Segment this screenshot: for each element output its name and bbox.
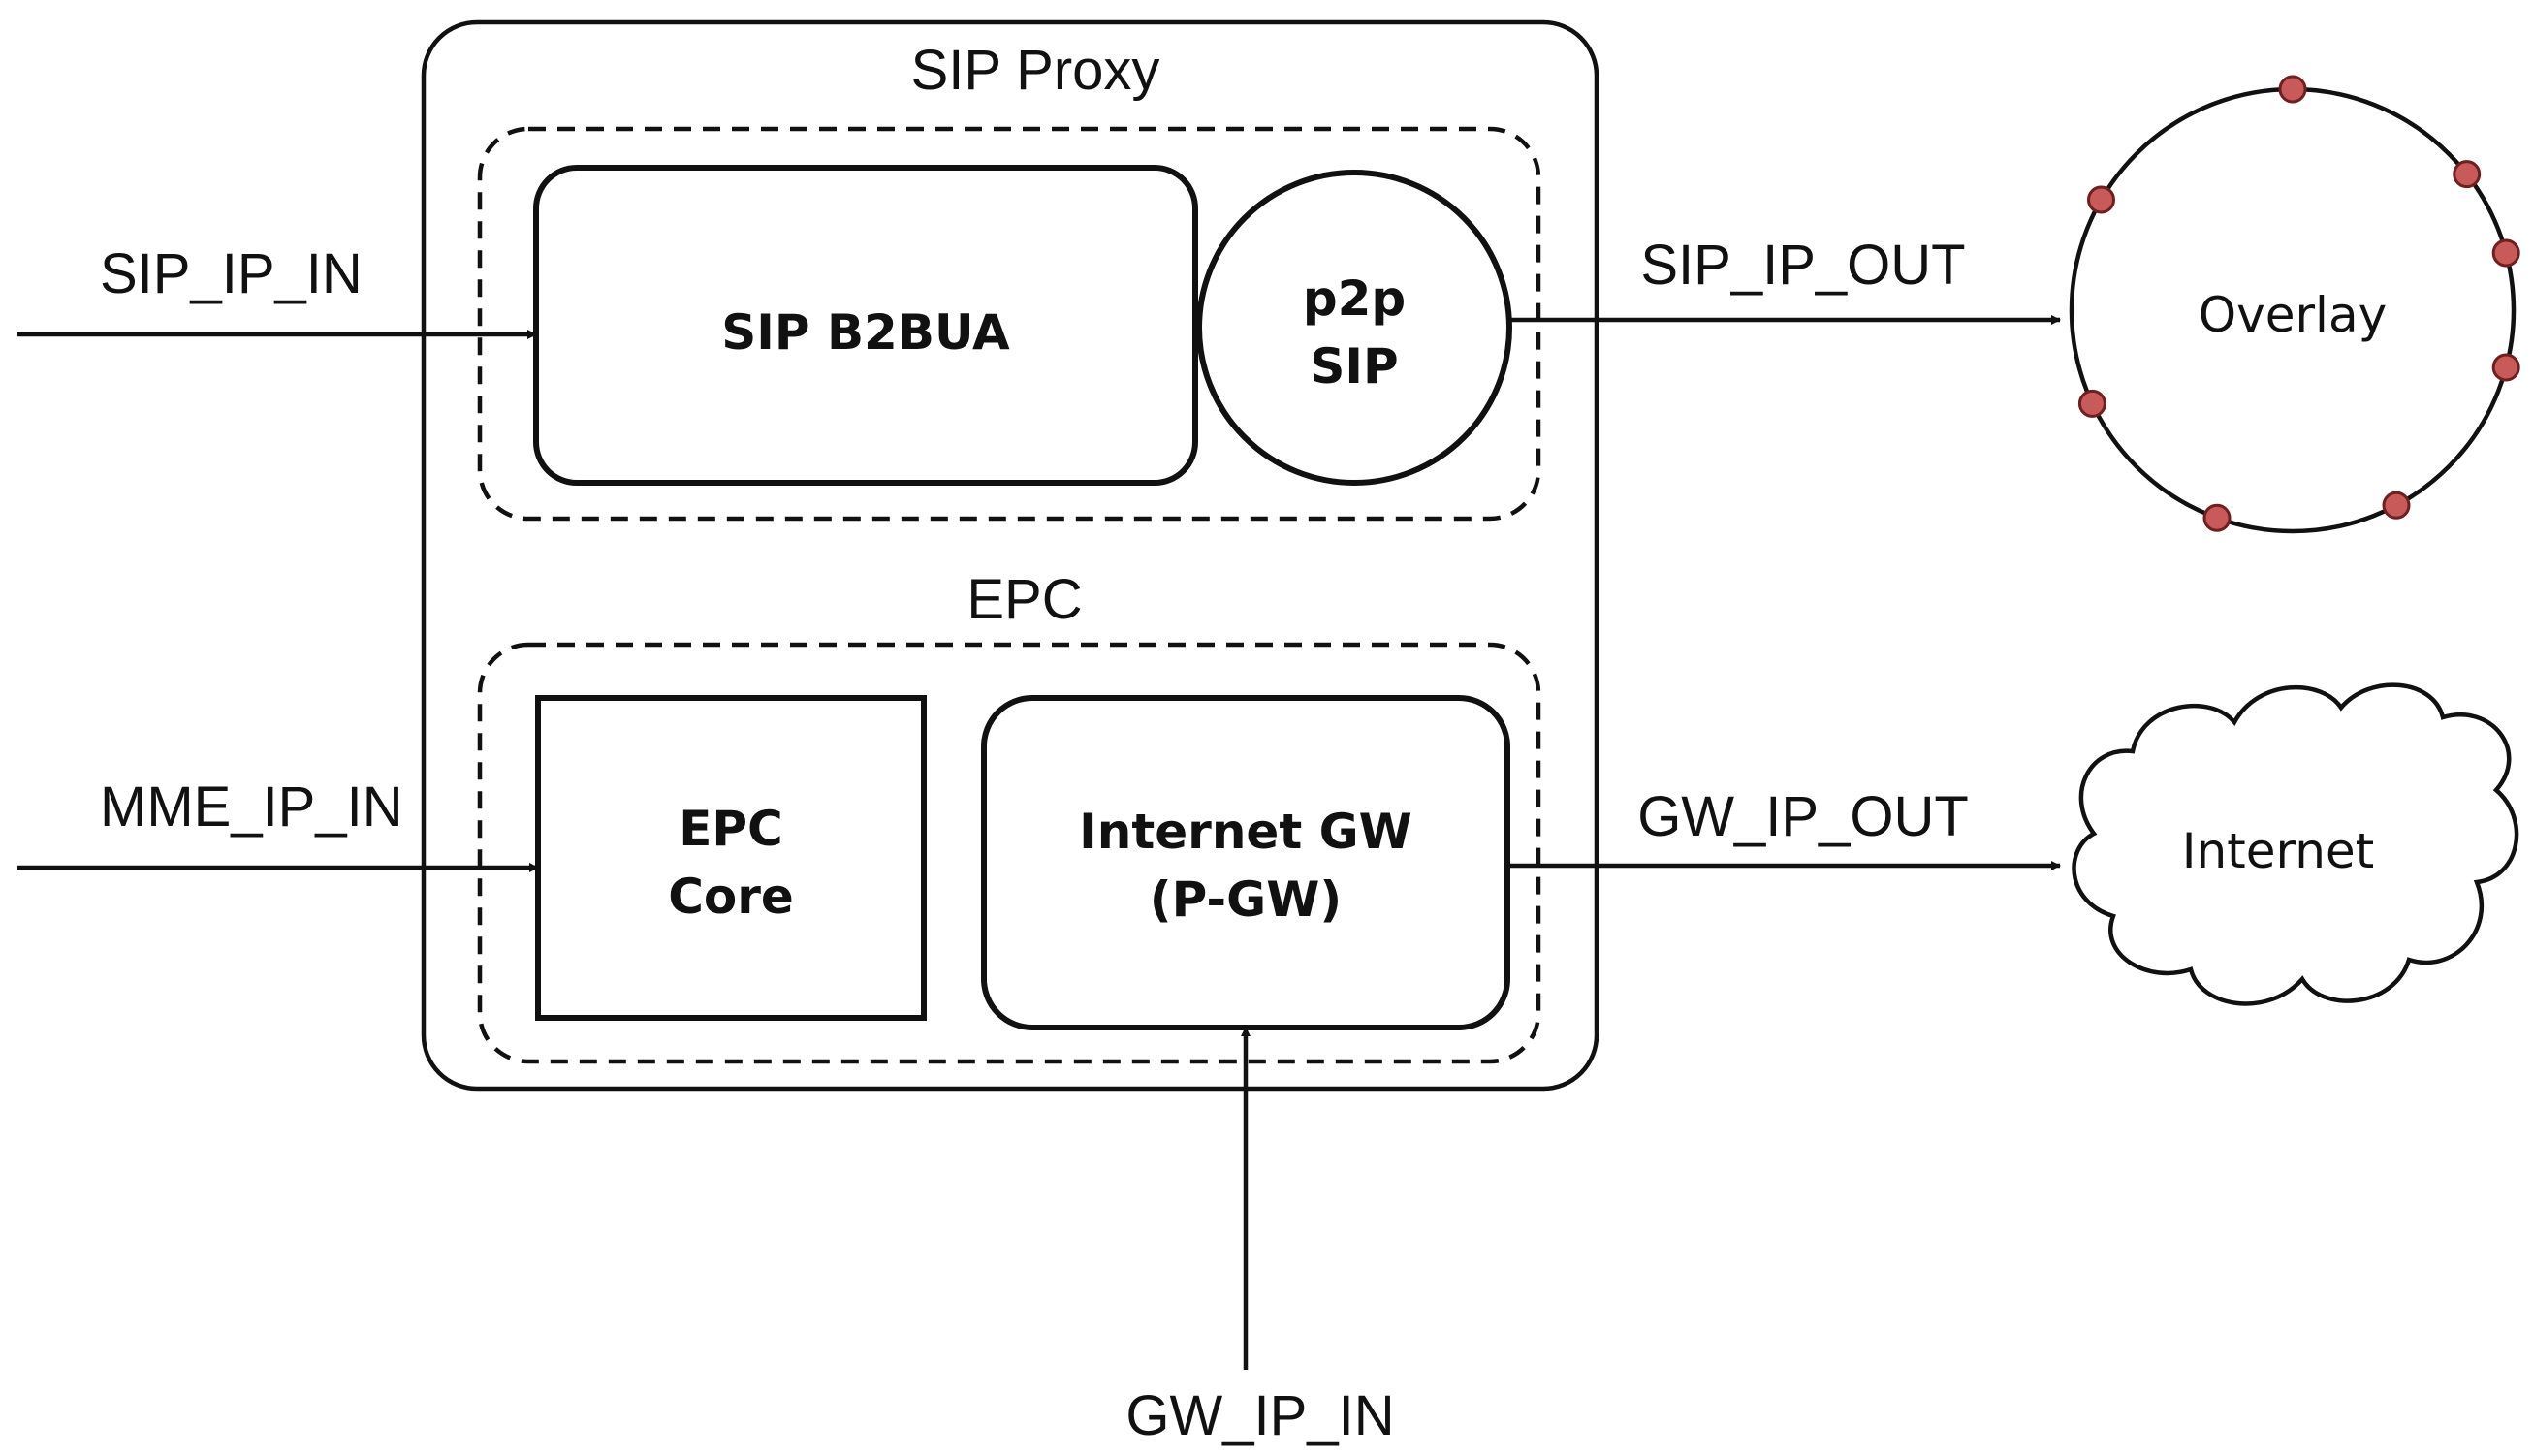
p2p-sip-label-line2: SIP (1310, 338, 1398, 395)
overlay-peer-node (2491, 353, 2520, 382)
epc-title: EPC (966, 568, 1082, 631)
sip-proxy-title: SIP Proxy (911, 39, 1160, 102)
sip-group: SIP B2BUA p2p SIP (477, 126, 1541, 522)
sip-b2bua-box (533, 165, 1198, 486)
overlay-label: Overlay (2199, 287, 2387, 343)
overlay-ring: Overlay (2069, 75, 2520, 534)
overlay-peer-node (2382, 491, 2411, 520)
p2p-sip-label-line1: p2p (1303, 270, 1406, 327)
overlay-peer-node (2491, 238, 2520, 268)
overlay-peer-node (2087, 185, 2115, 214)
epc-group: EPC EPC Core Internet GW (P-GW) (477, 568, 1541, 1064)
gw-ip-in-label: GW_IP_IN (1125, 1384, 1394, 1447)
internet-gw-box (981, 695, 1510, 1030)
sip-b2bua-label: SIP B2BUA (721, 304, 1010, 361)
p2p-sip-circle (1196, 170, 1512, 486)
overlay-peer-node (2278, 75, 2307, 104)
overlay-peer-node (2077, 389, 2106, 418)
epc-core-box (535, 695, 927, 1021)
epc-core-label-line1: EPC (679, 801, 783, 857)
overlay-peer-node (2453, 160, 2482, 189)
sip-ip-out-label: SIP_IP_OUT (1640, 234, 1965, 297)
sip-ip-in-label: SIP_IP_IN (100, 242, 363, 305)
gw-ip-out-label: GW_IP_OUT (1637, 785, 1969, 848)
epc-core-label-line2: Core (668, 869, 794, 925)
internet-gw-label-line2: (P-GW) (1150, 871, 1342, 928)
internet-cloud: Internet (2072, 682, 2519, 1006)
internet-label: Internet (2182, 823, 2375, 879)
internet-gw-label-line1: Internet GW (1079, 804, 1412, 860)
overlay-peer-node (2202, 503, 2232, 532)
mme-ip-in-label: MME_IP_IN (100, 775, 403, 839)
sip-proxy-container: SIP Proxy (421, 19, 1599, 1092)
overlay-peers (2077, 75, 2520, 532)
